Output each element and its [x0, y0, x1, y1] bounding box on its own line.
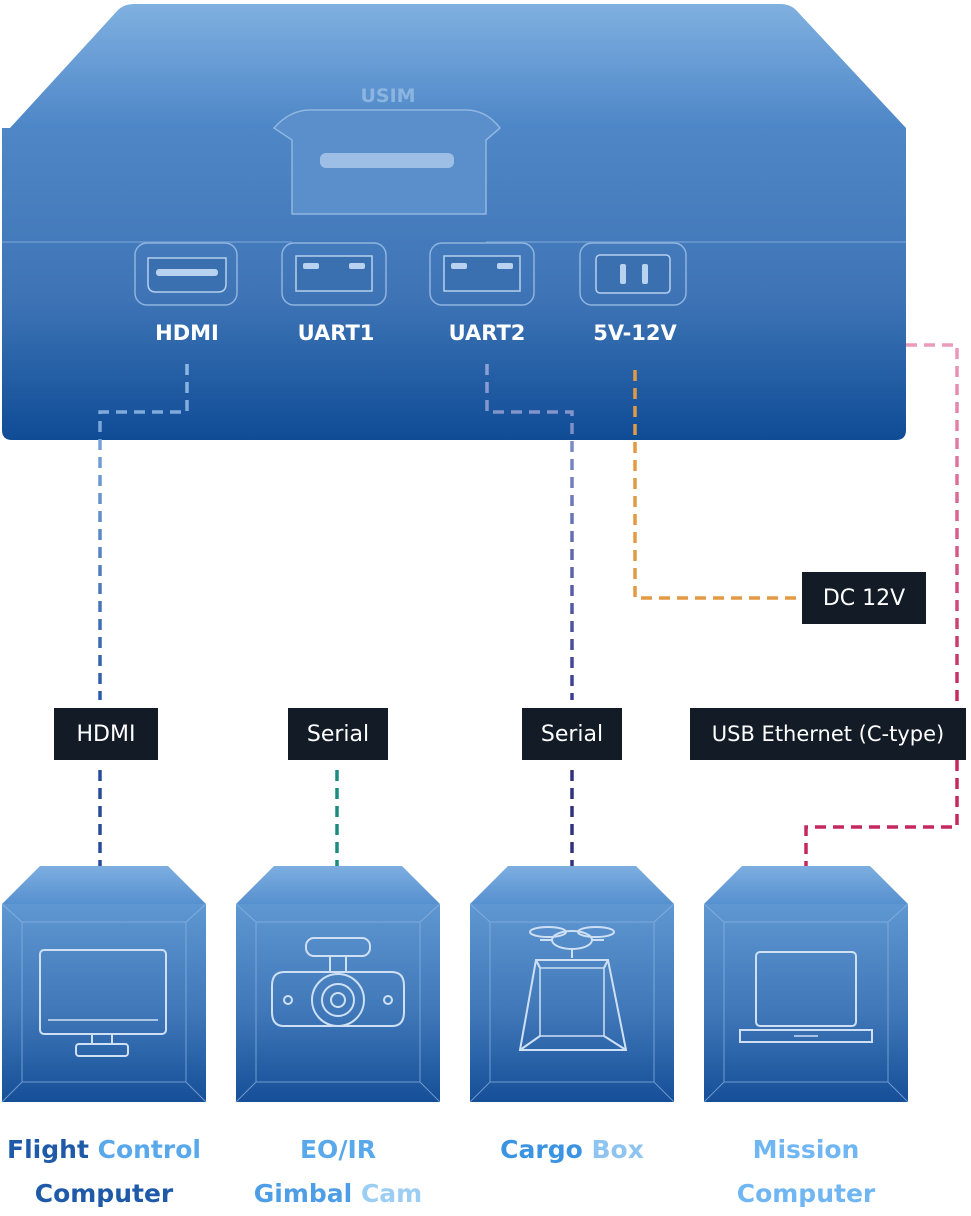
device-label-mission-computer: Mission Computer — [736, 1135, 876, 1208]
tag-serial-1: Serial — [288, 708, 388, 760]
cable-serial-2 — [485, 364, 574, 866]
camera-icon — [271, 937, 405, 1027]
device-box-flight-control — [1, 866, 207, 1103]
ethernet-port-icon — [429, 242, 535, 306]
device-label-flight-control: Flight Control Computer — [7, 1135, 201, 1208]
device-label-cargo-box: Cargo Box — [500, 1135, 644, 1164]
power-socket-icon — [579, 242, 687, 306]
drone-cargo-icon — [518, 926, 628, 1051]
cable-power — [633, 370, 802, 600]
port-label-uart2: UART2 — [449, 321, 526, 345]
port-label-power: 5V-12V — [593, 321, 677, 345]
device-box-gimbal-cam — [235, 866, 441, 1103]
monitor-icon — [39, 949, 167, 1057]
cable-usb — [804, 343, 959, 866]
device-box-mission — [703, 866, 909, 1103]
cable-hdmi — [98, 364, 189, 866]
port-label-uart1: UART1 — [298, 321, 375, 345]
ethernet-port-icon — [281, 242, 387, 306]
tag-usb-ethernet: USB Ethernet (C-type) — [690, 708, 966, 760]
port-label-hdmi: HDMI — [155, 321, 219, 345]
hdmi-port-icon — [134, 242, 238, 306]
usim-device: USIM HDMI UART1 UART2 5V — [2, 4, 906, 440]
device-top-face — [10, 4, 906, 128]
device-label-gimbal-cam: EO/IR Gimbal Cam — [253, 1135, 423, 1208]
tag-hdmi: HDMI — [54, 708, 158, 760]
tag-serial-2: Serial — [522, 708, 622, 760]
device-box-cargo — [469, 866, 675, 1103]
usim-slot-label: USIM — [360, 85, 415, 107]
laptop-icon — [739, 951, 873, 1043]
tag-power: DC 12V — [802, 572, 926, 624]
